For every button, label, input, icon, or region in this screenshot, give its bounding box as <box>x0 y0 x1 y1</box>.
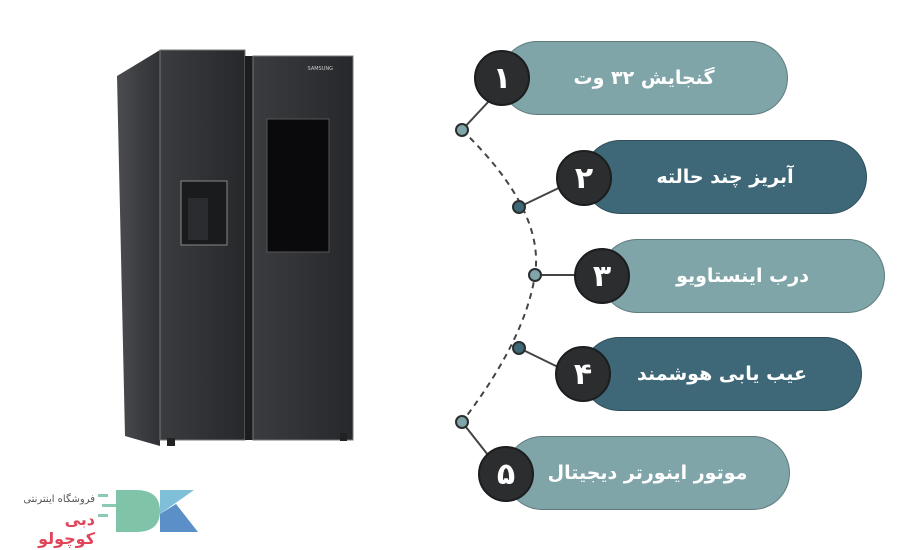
brand-logo: SAMSUNG <box>308 66 334 72</box>
timeline-dot-1 <box>455 123 469 137</box>
feature-pill-2: آبریز چند حالته <box>583 140 867 214</box>
number-badge-5: ۵ <box>478 446 534 502</box>
refrigerator-image: SAMSUNG <box>117 49 354 446</box>
dk-logo-icon <box>98 490 198 532</box>
feature-pill-4: عیب یابی هوشمند <box>582 337 862 411</box>
number-badge-2: ۲ <box>556 150 612 206</box>
number-badge-4: ۴ <box>555 346 611 402</box>
feature-label: گنجایش ۳۲ وت <box>573 67 715 89</box>
feature-label: آبریز چند حالته <box>656 166 794 188</box>
timeline-dot-5 <box>455 415 469 429</box>
feature-label: موتور اینورتر دیجیتال <box>547 462 748 484</box>
feature-label: عیب یابی هوشمند <box>637 363 807 385</box>
feature-pill-5: موتور اینورتر دیجیتال <box>505 436 790 510</box>
timeline-dot-3 <box>528 268 542 282</box>
feature-pill-1: گنجایش ۳۲ وت <box>500 41 788 115</box>
number-badge-3: ۳ <box>574 248 630 304</box>
feature-label: درب اینستاویو <box>676 265 809 287</box>
logo-name: دبی کوچولو <box>38 510 95 548</box>
timeline-dot-2 <box>512 200 526 214</box>
number-badge-1: ۱ <box>474 50 530 106</box>
timeline-dot-4 <box>512 341 526 355</box>
logo-tagline: فروشگاه اینترنتی <box>23 494 95 505</box>
feature-pill-3: درب اینستاویو <box>600 239 885 313</box>
